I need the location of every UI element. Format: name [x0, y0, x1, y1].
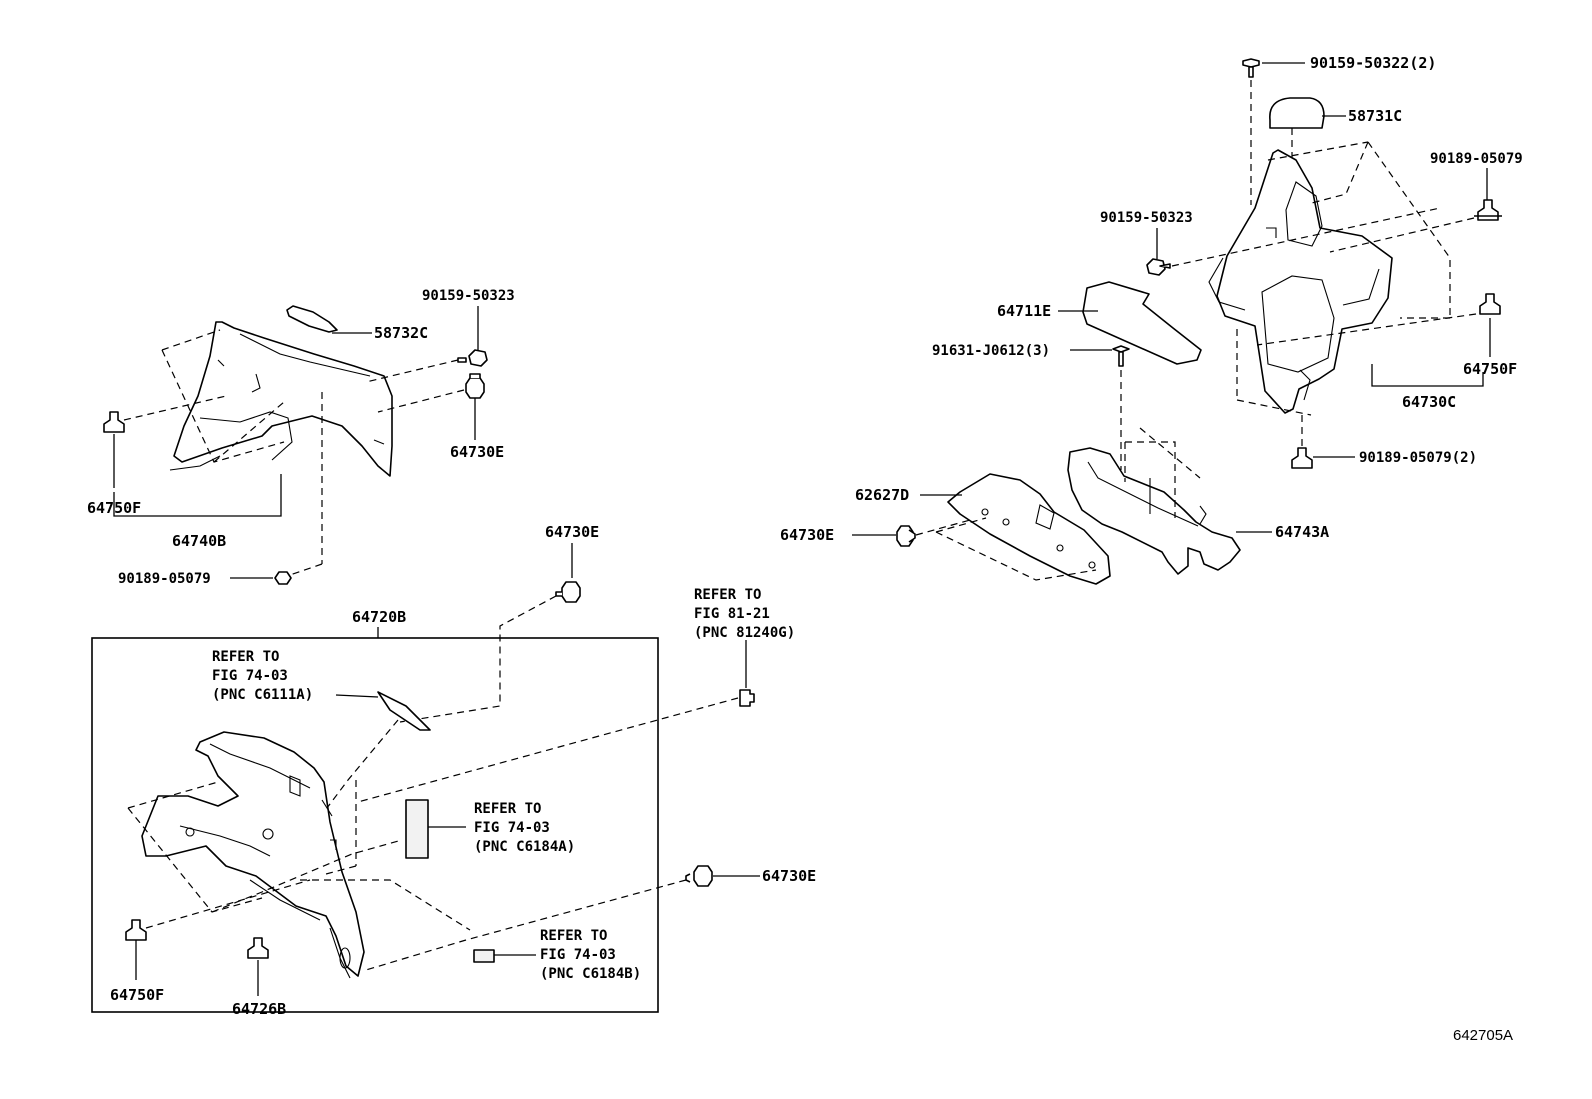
refer-81240g-line1: REFER TO	[694, 587, 761, 603]
pad-c6184b-shape	[473, 949, 495, 963]
refer-c6184a-line1: REFER TO	[474, 801, 541, 817]
clip-icon	[103, 411, 125, 433]
cover-58732c	[286, 305, 338, 333]
pad-c6184a-shape	[405, 799, 429, 859]
pad-64711e	[1082, 281, 1202, 365]
label-64720b: 64720B	[352, 608, 406, 626]
label-90189-05079-left: 90189-05079	[118, 571, 211, 587]
assembly-64720b: 64720B REFER TO FIG 74-03 (PNC C6111A)	[91, 587, 816, 1018]
refer-c6184b-line1: REFER TO	[540, 928, 607, 944]
bracket-62627d	[947, 473, 1111, 585]
refer-note-81240g: REFER TO FIG 81-21 (PNC 81240G)	[694, 587, 795, 641]
assembly-box	[91, 637, 659, 1013]
refer-note-c6111a: REFER TO FIG 74-03 (PNC C6111A)	[212, 649, 313, 703]
label-64730c: 64730C	[1402, 393, 1456, 411]
label-90159-50323-right: 90159-50323	[1100, 210, 1193, 226]
refer-note-c6184b: REFER TO FIG 74-03 (PNC C6184B)	[540, 928, 641, 982]
clip-icon	[1479, 293, 1501, 315]
connector-icon	[739, 689, 755, 707]
clip-icon	[685, 865, 713, 887]
refer-c6184b-line3: (PNC C6184B)	[540, 966, 641, 982]
clip-icon	[125, 919, 147, 941]
label-62627d: 62627D	[855, 486, 909, 504]
refer-c6184b-line2: FIG 74-03	[540, 947, 616, 963]
clip-icon	[465, 373, 485, 399]
trim-panel-64720b	[141, 731, 365, 979]
label-58731c: 58731C	[1348, 107, 1402, 125]
label-64730e-bottom: 64730E	[762, 867, 816, 885]
refer-81240g-line3: (PNC 81240G)	[694, 625, 795, 641]
refer-c6184a-line2: FIG 74-03	[474, 820, 550, 836]
assembly-64730c: 90159-50322(2) 58731C	[932, 54, 1523, 470]
label-90189-05079-top: 90189-05079	[1430, 151, 1523, 167]
clip-icon	[1291, 447, 1313, 469]
bolt-icon	[457, 349, 488, 367]
screw-icon	[1112, 345, 1130, 367]
label-64743a: 64743A	[1275, 523, 1329, 541]
bolt-icon	[1146, 258, 1171, 276]
clip-icon	[896, 525, 916, 547]
refer-c6111a-line1: REFER TO	[212, 649, 279, 665]
label-64750f-right: 64750F	[1463, 360, 1517, 378]
label-64750f-bottom: 64750F	[110, 986, 164, 1004]
assembly-64740b: 58732C 90159-50323 64730E	[87, 288, 515, 587]
refer-c6111a-line3: (PNC C6111A)	[212, 687, 313, 703]
refer-c6184a-line3: (PNC C6184A)	[474, 839, 575, 855]
bolt-icon	[1242, 58, 1260, 78]
clip-64730e-mid: 64730E	[399, 523, 599, 723]
refer-c6111a-line2: FIG 74-03	[212, 668, 288, 684]
trim-panel-64740b	[169, 321, 393, 477]
bracket-64743a	[1067, 447, 1241, 575]
refer-note-c6184a: REFER TO FIG 74-03 (PNC C6184A)	[474, 801, 575, 855]
label-64726b: 64726B	[232, 1000, 286, 1018]
label-90189-05079-2: 90189-05079(2)	[1359, 450, 1477, 466]
assembly-64743a: 64743A 62627D 64730E	[780, 427, 1329, 585]
diagram-code: 642705A	[1453, 1027, 1513, 1044]
label-64730e-right: 64730E	[780, 526, 834, 544]
trim-panel-64730c	[1208, 149, 1393, 414]
clip-icon	[555, 581, 581, 603]
label-64730e-left: 64730E	[450, 443, 504, 461]
pad-c6111a-shape	[377, 691, 431, 731]
label-64730e-mid: 64730E	[545, 523, 599, 541]
label-90159-50322: 90159-50322(2)	[1310, 54, 1436, 72]
label-90159-50323-left: 90159-50323	[422, 288, 515, 304]
label-91631-j0612: 91631-J0612(3)	[932, 343, 1050, 359]
label-64740b: 64740B	[172, 532, 226, 550]
clip-icon	[1474, 199, 1502, 221]
label-64711e: 64711E	[997, 302, 1051, 320]
clip-icon	[247, 937, 269, 959]
cap-cover-icon	[1269, 97, 1325, 129]
clip-icon	[274, 571, 292, 585]
refer-81240g-line2: FIG 81-21	[694, 606, 770, 622]
label-58732c: 58732C	[374, 324, 428, 342]
